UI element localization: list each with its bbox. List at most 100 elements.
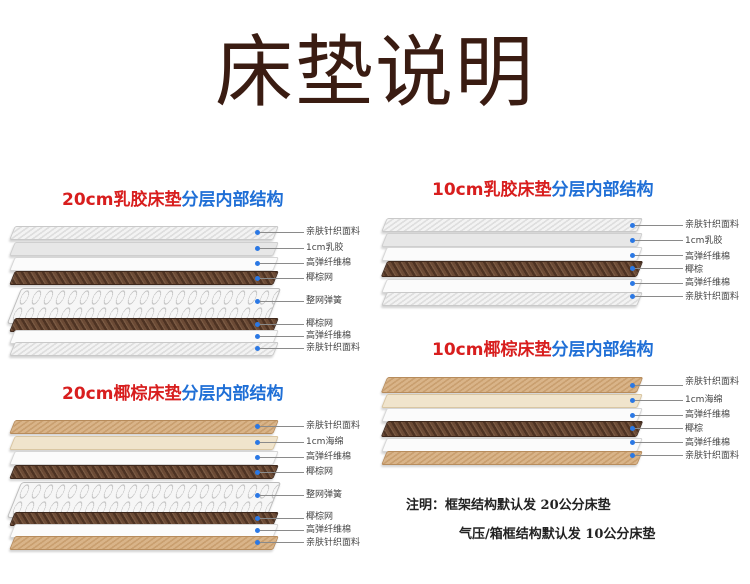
panel-title-10cm-latex: 10cm乳胶床垫分层内部结构 [432,180,653,200]
layer-fiber [381,408,643,422]
leader-dot [630,398,635,403]
label: 椰棕网 [306,319,334,329]
leader-dot [630,281,635,286]
layer-knit-top [9,226,279,240]
label: 高弹纤维棉 [685,252,731,262]
leader-dot [255,528,260,533]
leader-dot [255,322,260,327]
label: 亲肤针织面料 [306,421,361,431]
leader-dot [255,230,260,235]
leader-dot [630,266,635,271]
leader-dot [630,223,635,228]
leader-dot [255,334,260,339]
layer-fiber [9,451,279,465]
panel-title-20cm-latex: 20cm乳胶床垫分层内部结构 [62,190,283,210]
layer-coir [380,421,644,437]
layer-coir [380,261,644,277]
label: 高弹纤维棉 [685,278,731,288]
label: 亲肤针织面料 [306,343,361,353]
layer-latex [9,242,279,256]
label: 高弹纤维棉 [306,525,352,535]
leader-dot [255,470,260,475]
leader-line [635,225,683,226]
leader-dot [255,299,260,304]
leader-line [260,324,304,325]
layer-knit-bottom [9,342,279,356]
panel-title-blue: 分层内部结构 [551,180,654,200]
layer-fiber [9,257,279,271]
leader-dot [255,246,260,251]
label: 1cm海绵 [306,437,344,447]
leader-dot [630,440,635,445]
leader-line [635,296,683,297]
leader-dot [255,516,260,521]
label: 椰棕网 [306,512,334,522]
layer-knit-top [381,218,643,232]
layer-coir-net [9,271,279,285]
leader-line [635,240,683,241]
leader-line [635,415,683,416]
leader-line [635,255,683,256]
panel-title-20cm-coir: 20cm椰棕床垫分层内部结构 [62,384,283,404]
leader-dot [255,346,260,351]
leader-dot [630,238,635,243]
label: 亲肤针织面料 [685,377,740,387]
leader-dot [630,453,635,458]
layer-knit-bottom [381,292,643,306]
label: 椰棕 [685,265,704,275]
leader-line [260,232,304,233]
leader-line [260,530,304,531]
note-line-2: 气压/箱框结构默认发 10公分床垫 [459,527,656,542]
layer-foam [381,394,643,408]
layer-tan-top [9,420,279,434]
label: 1cm海绵 [685,395,723,405]
panel-title-blue: 分层内部结构 [181,190,284,210]
leader-dot [255,540,260,545]
label: 高弹纤维棉 [685,410,731,420]
leader-dot [630,253,635,258]
label: 椰棕网 [306,467,334,477]
leader-line [635,428,683,429]
layer-tan-top [380,377,644,393]
label: 1cm乳胶 [306,243,344,253]
page-title: 床垫说明 [214,28,535,118]
leader-line [635,442,683,443]
leader-line [260,442,304,443]
layer-fiber-bottom [381,438,643,452]
panel-title-red: 10cm乳胶床垫 [432,180,552,200]
label: 1cm乳胶 [685,236,723,246]
layer-coir-net [9,465,279,479]
panel-title-10cm-coir: 10cm椰棕床垫分层内部结构 [432,340,653,360]
layer-tan-bottom [9,536,279,550]
label: 亲肤针织面料 [306,227,361,237]
leader-dot [630,413,635,418]
leader-dot [255,424,260,429]
panel-title-blue: 分层内部结构 [551,340,654,360]
leader-line [635,400,683,401]
label: 整网弹簧 [306,490,343,500]
panel-title-red: 20cm椰棕床垫 [62,384,182,404]
leader-line [635,268,683,269]
panel-title-red: 10cm椰棕床垫 [432,340,552,360]
leader-line [635,455,683,456]
leader-line [260,336,304,337]
leader-line [260,263,304,264]
leader-dot [255,261,260,266]
label: 亲肤针织面料 [685,292,740,302]
panel-title-red: 20cm乳胶床垫 [62,190,182,210]
leader-line [260,278,304,279]
layer-tan-bottom [381,451,643,465]
leader-line [260,248,304,249]
leader-line [635,385,683,386]
leader-dot [630,426,635,431]
label: 椰棕 [685,424,704,434]
note-line-1: 注明：框架结构默认发 20公分床垫 [406,498,611,513]
label: 亲肤针织面料 [685,220,740,230]
leader-line [260,301,304,302]
leader-line [260,472,304,473]
panel-title-blue: 分层内部结构 [181,384,284,404]
leader-line [260,348,304,349]
label: 亲肤针织面料 [685,451,740,461]
layer-foam [9,436,279,450]
layer-fiber [381,247,643,261]
